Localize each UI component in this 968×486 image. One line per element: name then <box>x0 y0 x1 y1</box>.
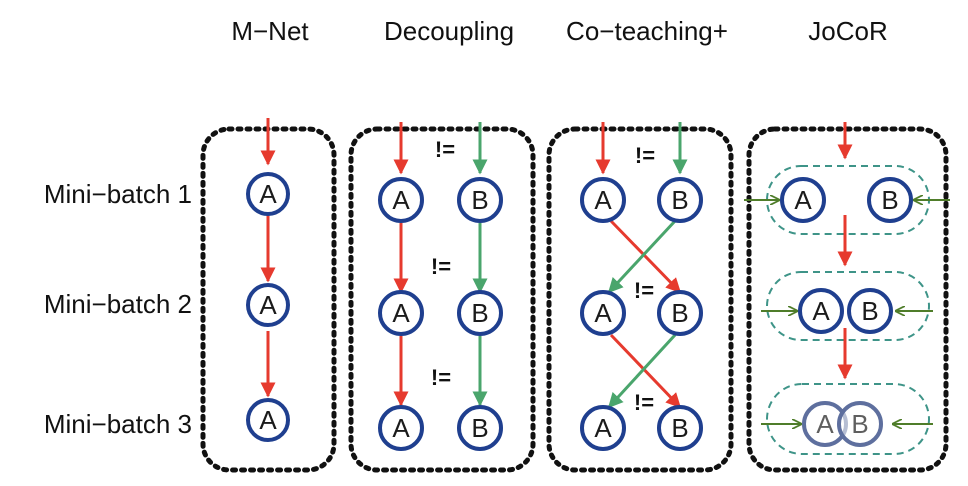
coteaching-node-b-batch-2 <box>657 290 703 336</box>
decoupling-node-a-batch-3 <box>378 405 424 451</box>
jocor-flow: A B A B A B <box>744 122 950 455</box>
coteaching-cross-arrow-b-to-a-2-3 <box>607 333 677 409</box>
panel-jocor <box>746 126 949 473</box>
panel-coteaching-plus <box>546 126 734 473</box>
jocor-node-a-batch-2-label: A <box>812 296 830 326</box>
row-label-mini-batch-3: Mini−batch 3 <box>44 409 192 439</box>
coteaching-cross-arrow-b-to-a-1-2 <box>607 219 677 294</box>
coteaching-neq-1: != <box>635 143 655 168</box>
jocor-group-batch-2 <box>766 271 930 341</box>
coteaching-node-a-batch-1 <box>580 177 626 223</box>
jocor-node-b-batch-2 <box>847 288 893 334</box>
decoupling-node-a-batch-2 <box>378 290 424 336</box>
jocor-node-b-batch-1 <box>867 177 913 223</box>
decoupling-node-b-batch-3-label: B <box>471 413 488 443</box>
decoupling-node-b-batch-1 <box>457 177 503 223</box>
coteaching-node-b-batch-1-label: B <box>671 185 688 215</box>
coteaching-node-b-batch-1 <box>657 177 703 223</box>
row-label-mini-batch-1: Mini−batch 1 <box>44 179 192 209</box>
decoupling-node-a-batch-1-label: A <box>392 185 410 215</box>
coteaching-node-a-batch-2-label: A <box>594 298 612 328</box>
mnet-node-a-batch-3-label: A <box>259 405 277 435</box>
coteaching-node-b-batch-3-label: B <box>671 413 688 443</box>
coteaching-node-a-batch-3 <box>580 405 626 451</box>
decoupling-node-a-batch-1 <box>378 177 424 223</box>
coteaching-node-a-batch-1-label: A <box>594 185 612 215</box>
mnet-flow: A A A <box>246 118 290 442</box>
panel-decoupling <box>348 126 536 473</box>
decoupling-node-a-batch-2-label: A <box>392 298 410 328</box>
coteaching-node-a-batch-2 <box>580 290 626 336</box>
coteaching-plus-flow: != != != A B A B A B <box>580 122 703 451</box>
coteaching-neq-3: != <box>634 390 654 415</box>
column-title-coteaching-plus: Co−teaching+ <box>566 16 728 46</box>
coteaching-node-b-batch-3 <box>657 405 703 451</box>
decoupling-node-b-batch-2-label: B <box>471 298 488 328</box>
decoupling-node-a-batch-3-label: A <box>392 413 410 443</box>
decoupling-neq-3: != <box>431 365 451 390</box>
coteaching-node-a-batch-3-label: A <box>594 413 612 443</box>
jocor-node-b-batch-3 <box>837 401 883 447</box>
decoupling-flow: != != != A B A B A B <box>378 122 503 451</box>
decoupling-neq-2: != <box>431 254 451 279</box>
decoupling-node-b-batch-3 <box>457 405 503 451</box>
coteaching-cross-arrow-a-to-b-1-2 <box>609 219 682 294</box>
column-title-mnet: M−Net <box>231 16 309 46</box>
mnet-node-a-batch-2-label: A <box>259 290 277 320</box>
decoupling-node-b-batch-1-label: B <box>471 185 488 215</box>
jocor-node-a-batch-1-label: A <box>794 185 812 215</box>
column-title-decoupling: Decoupling <box>384 16 514 46</box>
jocor-node-a-batch-2 <box>798 288 844 334</box>
mnet-node-a-batch-1 <box>246 172 290 216</box>
row-label-mini-batch-2: Mini−batch 2 <box>44 289 192 319</box>
mnet-node-a-batch-1-label: A <box>259 179 277 209</box>
jocor-node-b-batch-3-label: B <box>851 409 868 439</box>
mnet-node-a-batch-3 <box>246 398 290 442</box>
mnet-node-a-batch-2 <box>246 283 290 327</box>
decoupling-neq-1: != <box>435 137 455 162</box>
jocor-node-a-batch-3-label: A <box>816 409 834 439</box>
coteaching-cross-arrow-a-to-b-2-3 <box>609 333 682 409</box>
jocor-group-batch-3 <box>766 383 930 455</box>
decoupling-node-b-batch-2 <box>457 290 503 336</box>
coteaching-node-b-batch-2-label: B <box>671 298 688 328</box>
jocor-node-a-batch-1 <box>780 177 826 223</box>
coteaching-neq-2: != <box>634 278 654 303</box>
jocor-node-b-batch-2-label: B <box>861 296 878 326</box>
column-title-jocor: JoCoR <box>808 16 887 46</box>
jocor-node-b-batch-1-label: B <box>881 185 898 215</box>
